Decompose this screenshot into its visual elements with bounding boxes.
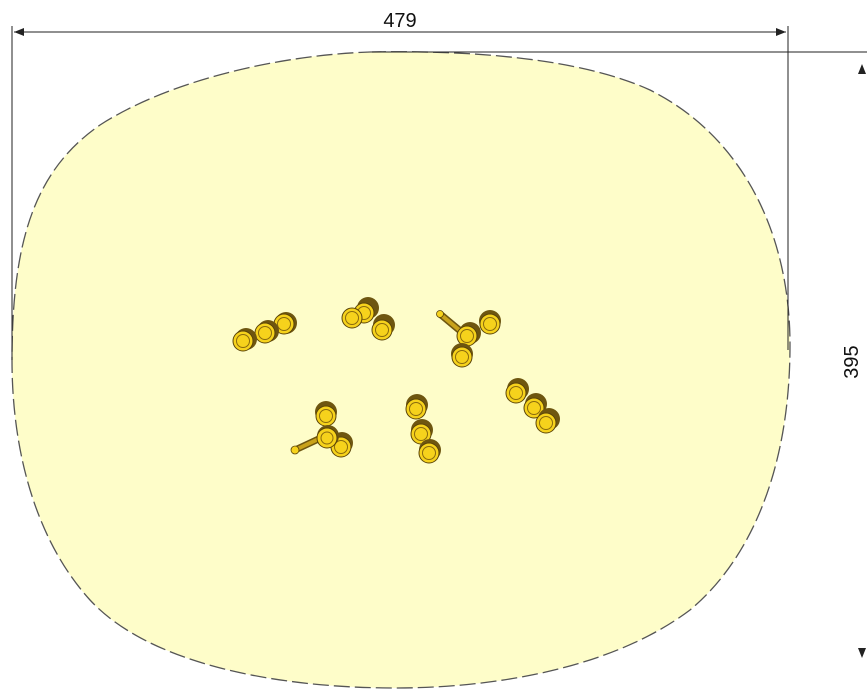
height-arrow-top-icon	[858, 64, 866, 74]
stepping-posts-2	[341, 297, 395, 341]
height-arrow-bottom-icon	[858, 648, 866, 658]
stepping-posts-3	[436, 310, 501, 368]
stepping-posts-6	[505, 378, 560, 434]
equipment-layer	[232, 297, 560, 464]
height-dimension-label: 395	[841, 345, 863, 378]
stepping-posts-4	[290, 401, 353, 458]
safety-zone	[11, 51, 791, 689]
height-dimension: 395	[372, 51, 867, 658]
width-dimension-label: 479	[383, 10, 416, 32]
stepping-posts-1	[232, 312, 297, 352]
width-dimension: 479	[11, 10, 789, 360]
stepping-posts-5	[405, 394, 441, 464]
